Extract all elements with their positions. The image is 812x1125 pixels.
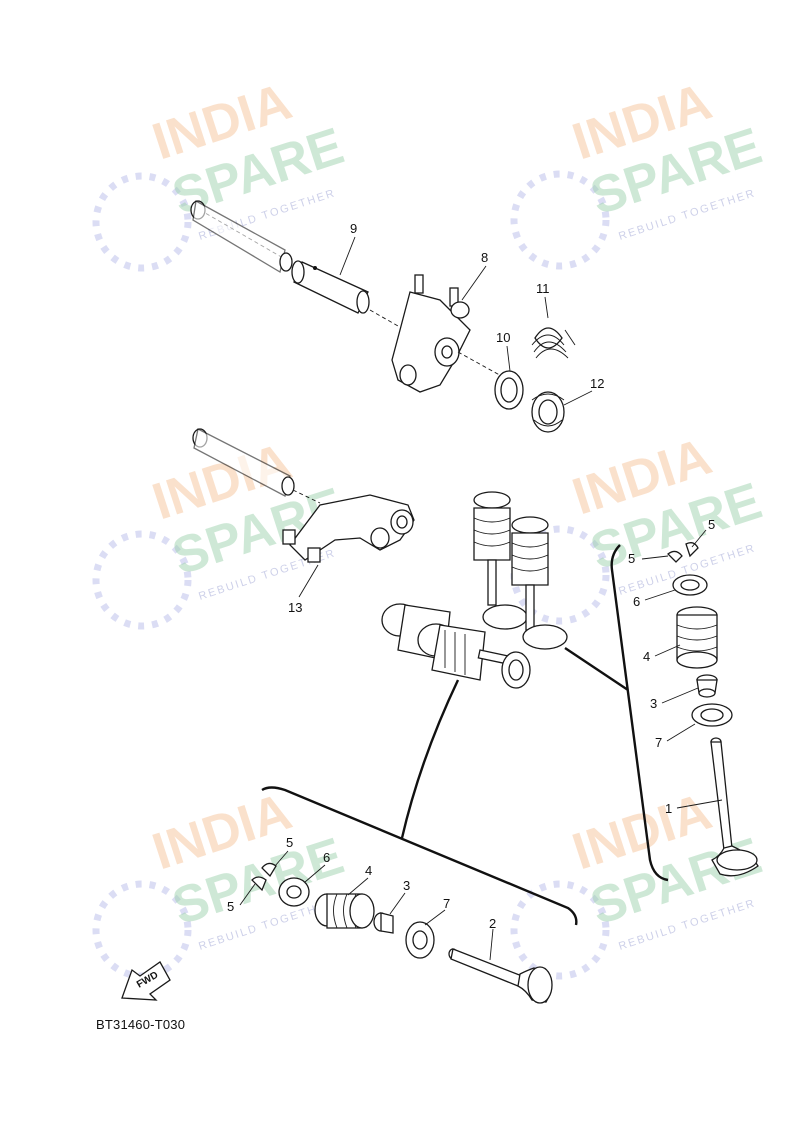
callout-7-right: 7 [655,735,662,750]
valve-2 [448,948,553,1004]
seat-7-right [691,703,733,727]
bracket-right [564,544,669,882]
spring-4-bottom [314,893,375,929]
callout-3-bottom: 3 [403,878,410,893]
watermark-bottom-right: INDIA SPARE REBUILD TOGETHER [510,783,768,980]
callout-2: 2 [489,916,496,931]
spring-4-right [676,606,718,669]
lower-rocker-shaft [192,428,321,504]
callout-5-right-a: 5 [708,517,715,532]
seat-7-bottom [405,921,435,959]
callout-8: 8 [481,250,488,265]
callout-6-right: 6 [633,594,640,609]
bracket-bottom [261,679,578,926]
watermark-top-right: INDIA SPARE REBUILD TOGETHER [510,73,768,270]
callout-4-bottom: 4 [365,863,372,878]
seal-3-right [696,674,718,698]
diagram-code: BT31460-T030 [96,1017,185,1032]
fwd-arrow-icon: FWD [121,961,171,1001]
callout-4-right: 4 [643,649,650,664]
spring-12 [531,391,565,433]
rocker-shaft-9 [291,260,406,331]
keeper-5-bottom [251,862,277,892]
valve-cluster-exhaust [381,603,531,689]
retainer-6-bottom [278,877,310,907]
callout-5-bottom-b: 5 [227,899,234,914]
callout-3-right: 3 [650,696,657,711]
callout-5-right-b: 5 [628,551,635,566]
callout-labels: 9 8 11 10 12 13 5 5 6 4 3 7 1 5 5 6 4 3 … [227,221,715,931]
callout-5-bottom-a: 5 [286,835,293,850]
valve-cluster-intake [473,491,568,650]
callout-1: 1 [665,801,672,816]
callout-10: 10 [496,330,510,345]
retainer-6-right [672,574,708,596]
seal-3-bottom [373,912,394,934]
callout-13: 13 [288,600,302,615]
rocker-arm-13 [282,494,415,563]
spring-11 [531,327,576,359]
washer-10 [494,370,524,410]
valve-1 [710,737,759,877]
callout-12: 12 [590,376,604,391]
callout-9: 9 [350,221,357,236]
callout-11: 11 [536,281,550,296]
callout-7-bottom: 7 [443,896,450,911]
watermark-bottom-left: INDIA SPARE REBUILD TOGETHER [92,783,350,980]
callout-leaders [239,236,723,961]
rocker-arm-8 [391,274,506,393]
upper-rocker-shaft [190,199,293,274]
watermark-mid-right: INDIA SPARE REBUILD TOGETHER [510,428,768,625]
callout-6-bottom: 6 [323,850,330,865]
